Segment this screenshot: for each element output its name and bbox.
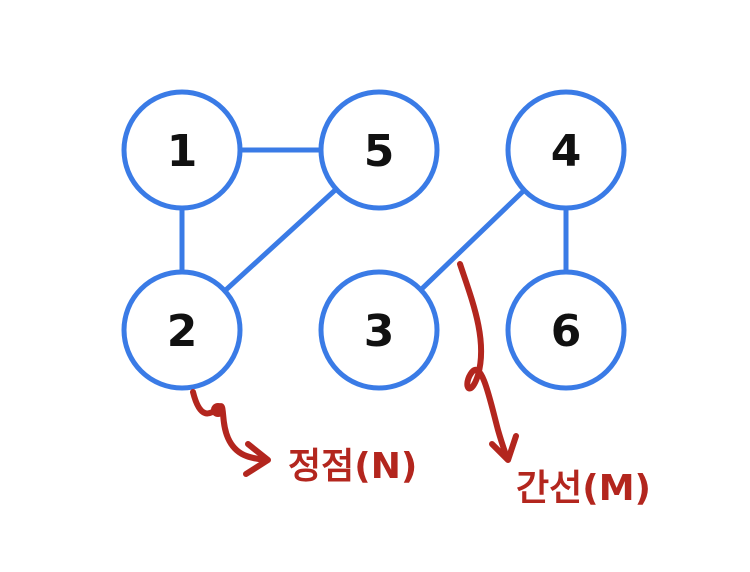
node-label-1: 1 [167,126,198,177]
edge-3-4 [419,188,526,292]
vertex-annotation: 정점(N) [190,389,417,487]
node-label-5: 5 [364,126,395,177]
node-circle-3 [318,269,440,391]
node-6: 6 [505,269,627,391]
node-label-3: 3 [364,306,395,357]
edge-label: 간선(M) [516,468,651,509]
edge-arrowhead-icon [489,433,519,463]
node-label-4: 4 [551,126,582,177]
node-circle-2 [121,269,243,391]
edge-arrow-line [457,261,510,461]
edge-annotation: 간선(M) [457,261,651,509]
edges-layer [179,147,569,293]
vertex-label: 정점(N) [288,446,417,487]
edge-2-5 [223,187,338,293]
node-5: 5 [318,89,440,211]
node-circle-5 [318,89,440,211]
node-circle-4 [505,89,627,211]
node-4: 4 [505,89,627,211]
node-2: 2 [121,269,243,391]
node-label-6: 6 [551,306,582,357]
node-label-2: 2 [167,306,198,357]
vertex-arrow-dot [211,403,225,417]
node-circle-6 [505,269,627,391]
nodes-layer: 1 5 4 2 3 6 [121,89,627,391]
node-1: 1 [121,89,243,211]
vertex-arrowhead-icon [243,441,271,477]
node-circle-1 [121,89,243,211]
node-3: 3 [318,269,440,391]
